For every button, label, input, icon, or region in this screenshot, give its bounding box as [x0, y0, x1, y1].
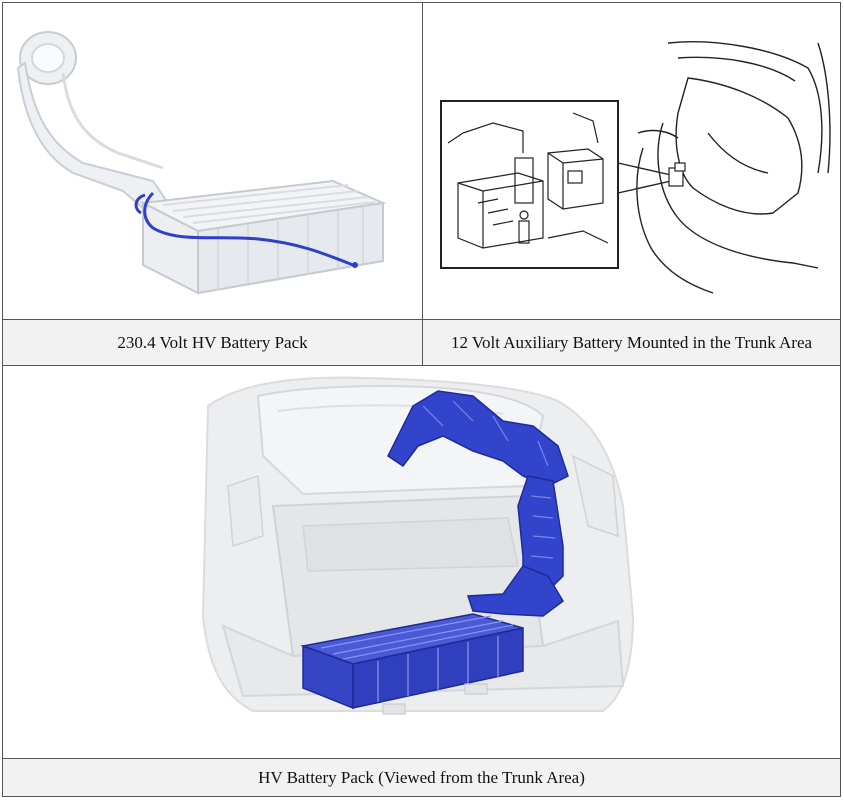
caption-hv-battery-trunk: HV Battery Pack (Viewed from the Trunk A…: [3, 759, 840, 796]
auxiliary-battery-drawing: [440, 41, 831, 294]
hv-battery-trunk-drawing: [201, 376, 635, 715]
auxiliary-battery-illustration: [423, 3, 840, 319]
hv-battery-pack-drawing: [16, 31, 387, 295]
caption-hv-battery-pack: 230.4 Volt HV Battery Pack: [3, 320, 422, 365]
caption-auxiliary-battery-text: 12 Volt Auxiliary Battery Mounted in the…: [450, 333, 813, 352]
table-divider-bottom-caption: [3, 758, 840, 759]
caption-auxiliary-battery: 12 Volt Auxiliary Battery Mounted in the…: [423, 320, 840, 365]
caption-hv-battery-trunk-text: HV Battery Pack (Viewed from the Trunk A…: [258, 768, 585, 787]
hv-battery-pack-illustration: [3, 3, 422, 319]
table-divider-vertical: [422, 3, 423, 365]
hv-battery-trunk-illustration: [3, 366, 840, 758]
table-divider-top-caption: [3, 319, 840, 320]
caption-hv-battery-pack-text: 230.4 Volt HV Battery Pack: [117, 333, 308, 352]
table-divider-mid: [3, 365, 840, 366]
